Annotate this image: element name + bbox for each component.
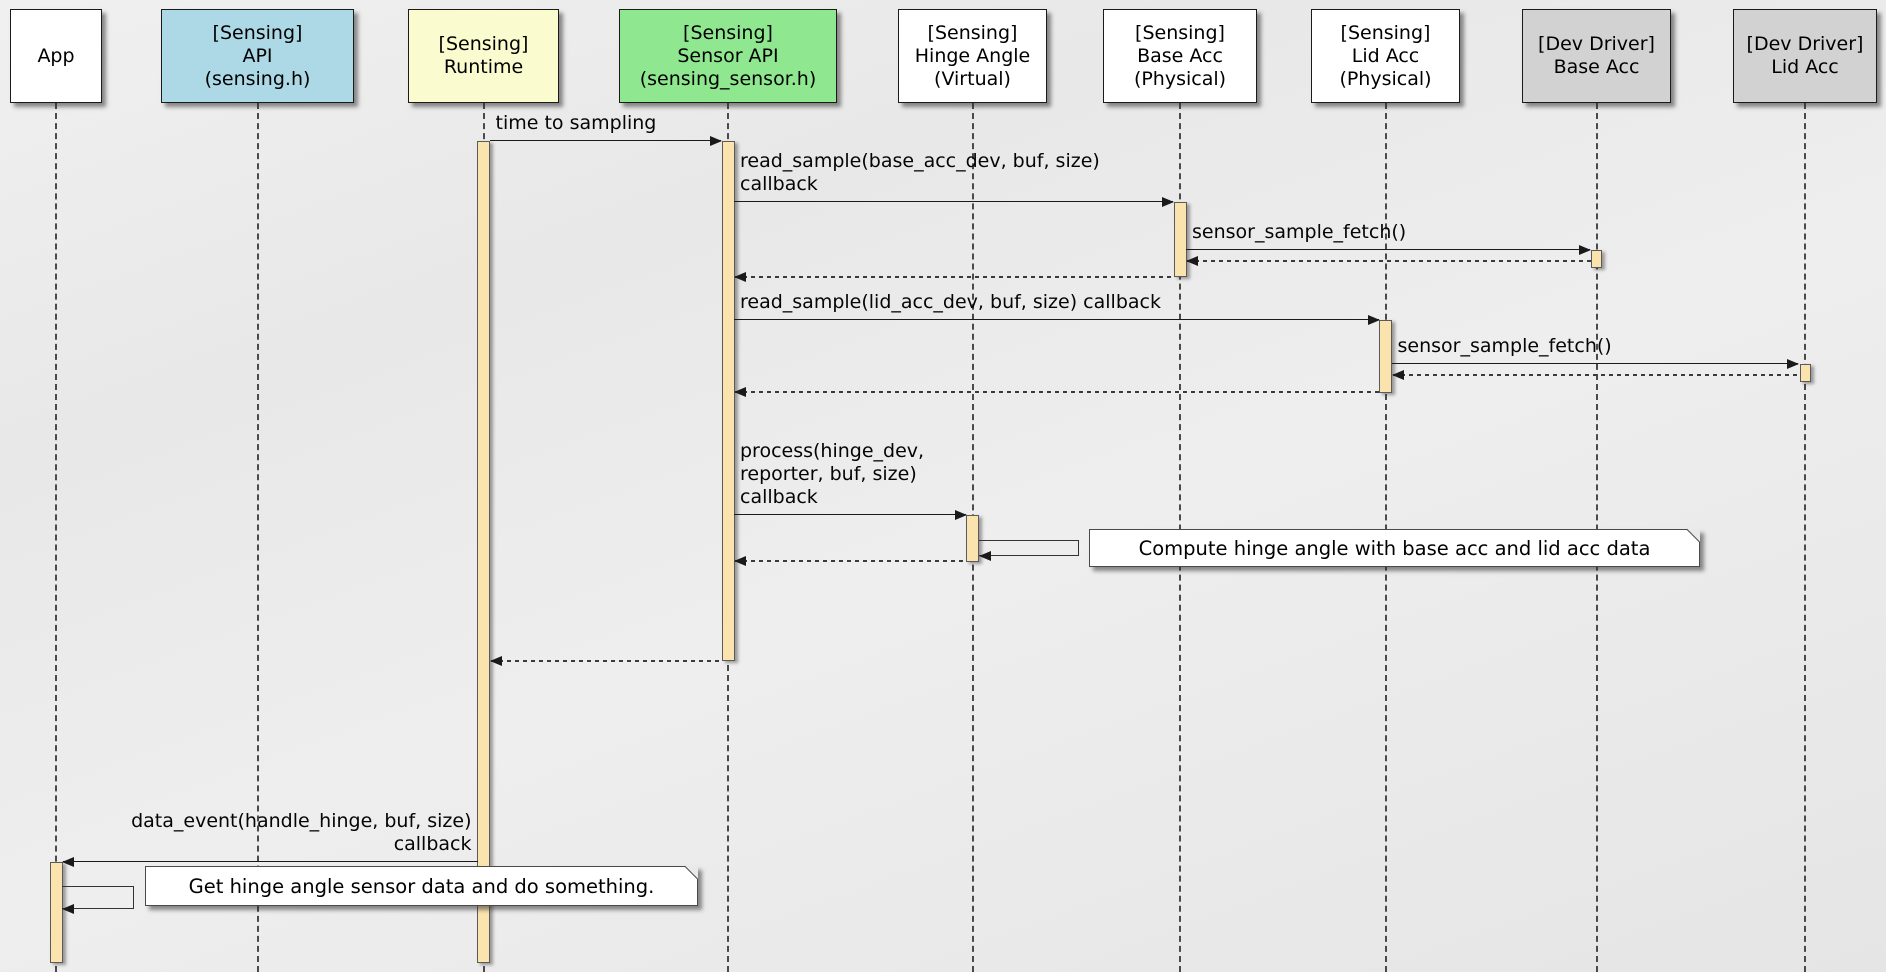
message-arrow (1186, 249, 1590, 250)
return-arrow (1392, 374, 1799, 376)
activation-dev-lid-acc (1799, 364, 1811, 382)
participant-box-runtime: [Sensing] Runtime (408, 9, 559, 103)
lifeline-sensing-api (256, 103, 259, 972)
arrowhead (489, 655, 502, 666)
participant-label-runtime: [Sensing] Runtime (438, 33, 529, 78)
note-compute: Compute hinge angle with base acc and li… (1089, 528, 1700, 567)
message-arrow (489, 140, 721, 141)
participant-box-app: App (10, 9, 102, 103)
message-label: data_event(handle_hinge, buf, size) call… (131, 810, 472, 855)
participant-label-sensing-api: [Sensing] API (sensing.h) (204, 21, 311, 90)
activation-runtime (477, 141, 490, 963)
self-message-arrowhead (62, 904, 74, 914)
participant-box-dev-lid-acc: [Dev Driver] Lid Acc (1733, 9, 1877, 103)
message-arrow (1391, 363, 1798, 364)
note-text: Compute hinge angle with base acc and li… (1138, 536, 1651, 560)
activation-dev-base-acc (1591, 250, 1602, 268)
activation-base-acc (1173, 202, 1187, 277)
return-arrow (490, 660, 722, 662)
lifeline-app (55, 103, 57, 972)
activation-app (49, 862, 63, 963)
arrowhead (734, 555, 746, 566)
self-message-app (62, 886, 134, 909)
participant-box-sensor-api: [Sensing] Sensor API (sensing_sensor.h) (619, 9, 837, 103)
activation-hinge (966, 515, 979, 562)
arrowhead (1391, 369, 1404, 380)
participant-label-base-acc: [Sensing] Base Acc (Physical) (1133, 21, 1227, 90)
activation-sensor-api (721, 141, 735, 661)
arrowhead (1186, 255, 1198, 266)
activation-lid-acc (1379, 320, 1392, 393)
participant-box-base-acc: [Sensing] Base Acc (Physical) (1103, 9, 1257, 103)
return-arrow (735, 560, 967, 562)
participant-label-hinge: [Sensing] Hinge Angle (Virtual) (914, 21, 1031, 90)
message-label: sensor_sample_fetch() (1192, 221, 1407, 243)
message-label: sensor_sample_fetch() (1397, 335, 1612, 357)
message-label: time to sampling (495, 112, 657, 134)
lifeline-dev-lid-acc (1804, 103, 1806, 972)
participant-label-dev-lid-acc: [Dev Driver] Lid Acc (1746, 33, 1864, 78)
message-label: process(hinge_dev, reporter, buf, size) … (740, 440, 925, 508)
participant-label-app: App (37, 44, 75, 67)
arrowhead (734, 271, 746, 282)
participant-label-dev-base-acc: [Dev Driver] Base Acc (1538, 33, 1655, 78)
message-arrow (734, 201, 1173, 202)
return-arrow (735, 391, 1380, 393)
arrowhead (734, 386, 746, 397)
self-message-arrowhead (978, 551, 991, 561)
self-message-hinge (978, 540, 1079, 556)
participant-label-sensor-api: [Sensing] Sensor API (sensing_sensor.h) (639, 21, 817, 90)
participant-box-dev-base-acc: [Dev Driver] Base Acc (1522, 9, 1671, 103)
arrowhead (1162, 196, 1174, 207)
participant-box-lid-acc: [Sensing] Lid Acc (Physical) (1311, 9, 1460, 103)
return-arrow (1187, 260, 1591, 262)
arrowhead (710, 135, 722, 146)
participant-box-sensing-api: [Sensing] API (sensing.h) (161, 9, 354, 103)
note-get: Get hinge angle sensor data and do somet… (145, 865, 698, 906)
arrowhead (1578, 244, 1591, 255)
message-arrow (63, 861, 478, 862)
arrowhead (954, 509, 967, 520)
return-arrow (735, 276, 1174, 278)
note-text: Get hinge angle sensor data and do somet… (188, 874, 655, 898)
message-label: read_sample(lid_acc_dev, buf, size) call… (740, 291, 1161, 313)
participant-box-hinge: [Sensing] Hinge Angle (Virtual) (898, 9, 1047, 103)
arrowhead (1367, 314, 1380, 325)
participant-label-lid-acc: [Sensing] Lid Acc (Physical) (1339, 21, 1432, 90)
message-arrow (734, 514, 966, 515)
message-label: read_sample(base_acc_dev, buf, size) cal… (740, 150, 1100, 195)
arrowhead (62, 856, 74, 867)
message-arrow (734, 319, 1379, 320)
arrowhead (1787, 358, 1799, 369)
